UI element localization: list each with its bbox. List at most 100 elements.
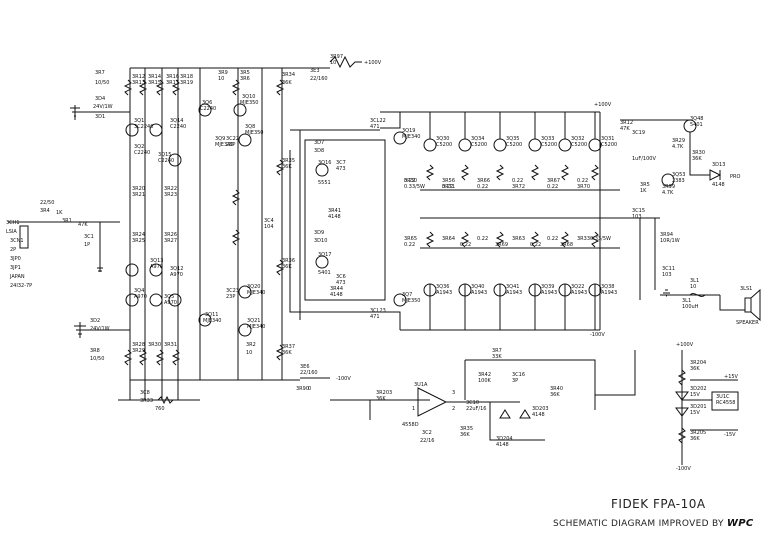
vas-transistor-label: 3Q10 [242,94,255,100]
input-transistor-label: 3Q4 [134,288,144,294]
input-connector-label: LSIA [6,229,17,235]
input-resistor-label: 3R27 [164,238,177,244]
supply-decoupling-label: 3R7 [95,70,105,76]
aux-supply-label: 15V [690,410,700,416]
emitter-resistor-label: 0.22 [404,178,415,184]
vas-misc-label: 3R35 [282,158,295,164]
opamp-label: 3U1A [414,382,428,388]
output-protection-label: 3R30 [692,150,705,156]
feedback-network-label: 3P [512,378,518,384]
input-transistor-label: A970 [134,294,147,300]
feedback-network-label: 3R42 [478,372,491,378]
output-protection-label: 103 [662,272,672,278]
bias-network-label: 5401 [318,270,331,276]
input-network-label: 3R4 [40,208,50,214]
output-protection-label: 1uF/100V [632,156,656,162]
aux-supply-label: -15V [724,432,736,438]
bias-network-label: 4148 [330,292,343,298]
feedback-network-label: 3C16 [512,372,525,378]
emitter-resistor-label: 3R70 [577,184,590,190]
bias-network-label: 3R44 [330,286,343,292]
subtitle-text: SCHEMATIC DIAGRAM IMPROVED BY [553,519,724,529]
vas-misc-label: 3R9 [218,70,228,76]
aux-supply-label: 15V [690,392,700,398]
opamp-label: 22/16 [420,438,434,444]
vas-misc-label: 36K [282,350,292,356]
vas-transistor-label: 3Q21 [247,318,260,324]
driver-label: MJE340 [402,134,421,140]
vas-transistor-label: 3Q11 [205,312,218,318]
vas-misc-label: 104 [264,224,274,230]
vas-misc-label: 3R36 [282,258,295,264]
input-connector-label: 24I32-7P [10,283,32,289]
emitter-resistor-label: 3R65 [404,236,417,242]
emitter-resistor-label: 0.22 [442,184,453,190]
vas-transistor-label: 3Q9 [215,136,225,142]
vas-misc-label: 36K [282,164,292,170]
vas-transistor-label: C2240 [200,106,216,112]
output-protection-label: 36K [692,156,702,162]
driver-label: 471 [370,314,380,320]
rail-label: 0 [308,386,311,392]
input-resistor-label: 3R24 [132,232,145,238]
driver-label: 471 [370,124,380,130]
emitter-resistor-label: 0.33/5W [590,236,611,242]
output-npn-label: 3Q30 [436,136,449,142]
vas-misc-label: 10 [246,350,252,356]
emitter-resistor-label: 3R30 [404,178,417,184]
output-pnp-label: A1943 [571,290,587,296]
output-npn-label: 3Q33 [541,136,554,142]
supply-decoupling-label: 3R8 [90,348,100,354]
input-resistor-label: 3R13 [132,80,145,86]
supply-decoupling-label: 3D2 [90,318,100,324]
output-protection-label: 4.7K [672,144,684,150]
emitter-resistor-label: 3R56 [442,178,455,184]
opamp-label: 3 [452,390,455,396]
feedback-network-label: 4148 [532,412,545,418]
emitter-resistor-label: 0.22 [404,242,415,248]
output-protection-label: 3D13 [712,162,725,168]
vas-transistor-label: 3Q6 [202,100,212,106]
input-network-label: 47K [78,222,88,228]
output-protection-label: 3R99 [662,184,675,190]
input-network-label: 1K [56,210,63,216]
emitter-resistor-label: 3R72 [512,184,525,190]
supply-decoupling-label: 760 [155,406,165,412]
aux-supply-label: -100V [676,466,691,472]
model-title: FIDEK FPA-10A [611,497,706,511]
vas-misc-label: 3R5 [240,70,250,76]
output-pnp-label: A1943 [436,290,452,296]
feedback-network-label: 36K [460,432,470,438]
input-resistor-label: 3R21 [132,192,145,198]
input-transistor-label: 3Q5 [164,294,174,300]
input-resistor-label: 3R22 [164,186,177,192]
output-pnp-label: 3Q39 [541,284,554,290]
output-protection-label: 5401 [690,122,703,128]
input-resistor-label: 3R28 [132,342,145,348]
vas-misc-label: 3R34 [282,72,295,78]
input-network-label: 22/50 [40,200,54,206]
schematic-subtitle: SCHEMATIC DIAGRAM IMPROVED BY WPC [553,518,754,529]
input-connector-label: 3JP1 [10,265,21,271]
output-protection-label: 3C19 [632,130,645,136]
vas-transistor-label: 3Q20 [247,284,260,290]
vas-transistor-label: MJE340 [247,290,266,296]
supply-decoupling-label: 3D1 [95,114,105,120]
aux-supply-label: 3R205 [690,430,706,436]
input-resistor-label: 3R19 [180,80,193,86]
emitter-resistor-label: 0.22 [477,236,488,242]
input-network-label: 3R1 [62,218,72,224]
emitter-resistor-label: 0.33/5W [404,184,425,190]
output-pnp-label: 3Q38 [601,284,614,290]
input-resistor-label: 3R15 [148,80,161,86]
emitter-resistor-label: 3R66 [477,178,490,184]
output-npn-label: C5200 [541,142,557,148]
driver-label: 3Q19 [402,128,415,134]
vas-transistor-label: MJE340 [215,142,234,148]
bias-network-label: 3C6 [336,274,346,280]
input-resistor-label: 3R18 [180,74,193,80]
output-protection-label: 3C11 [662,266,675,272]
vas-transistor-label: MJE340 [203,318,222,324]
opamp-label: 4558D [402,422,419,428]
output-protection-label: 1K [640,188,647,194]
